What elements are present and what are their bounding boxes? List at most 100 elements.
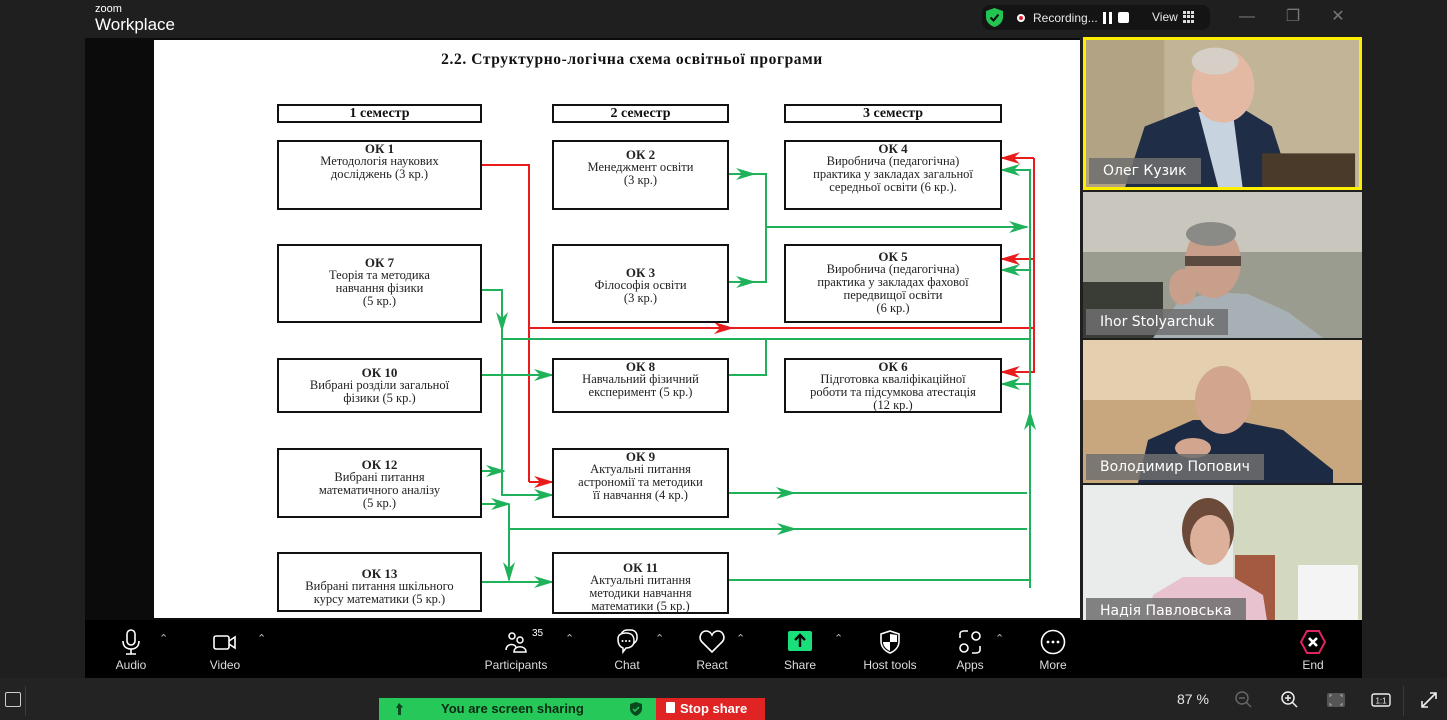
status-divider [25, 686, 26, 716]
participant-name-label: Олег Кузик [1089, 158, 1201, 184]
react-options-caret-icon[interactable]: ⌃ [736, 633, 746, 645]
end-meeting-button[interactable]: End [1293, 620, 1333, 678]
stop-recording-icon[interactable] [1118, 12, 1129, 23]
share-options-caret-icon[interactable]: ⌃ [834, 633, 844, 645]
box-line: Виробнича (педагогічна) [826, 154, 960, 168]
microphone-icon [122, 629, 140, 655]
box-ok11: ОК 11 Актуальні питання методики навчанн… [552, 552, 729, 614]
stop-share-button[interactable]: Stop share [656, 698, 765, 720]
apps-button[interactable]: Apps [948, 620, 992, 678]
box-code: ОК 8 [625, 359, 656, 374]
box-ok10: ОК 10 Вибрані розділи загальної фізики (… [277, 358, 482, 413]
box-line: її навчання (4 кр.) [593, 488, 688, 502]
zoom-in-icon[interactable] [1280, 690, 1300, 710]
box-line: середньої освіти (6 кр.). [829, 180, 957, 194]
box-line: Підготовка кваліфікаційної [820, 372, 966, 386]
participants-button[interactable]: Participants [478, 620, 554, 678]
status-divider [1403, 686, 1404, 716]
box-line: методики навчання [589, 586, 692, 600]
box-line: передвищої освіти [843, 288, 943, 302]
box-line: математики (5 кр.) [591, 599, 690, 613]
original-size-icon[interactable]: 1:1 [1371, 690, 1391, 710]
box-line: Теорія та методика [329, 268, 430, 282]
fit-to-window-icon[interactable] [1326, 690, 1346, 710]
box-ok9: ОК 9 Актуальні питання астрономії та мет… [552, 448, 729, 518]
chat-options-caret-icon[interactable]: ⌃ [655, 633, 665, 645]
zoom-out-icon[interactable] [1234, 690, 1254, 710]
end-icon [1299, 630, 1327, 654]
video-tile[interactable]: Ihor Stolyarchuk [1083, 192, 1362, 338]
video-options-caret-icon[interactable]: ⌃ [257, 633, 267, 645]
title-bar: zoom Workplace Recording... View — ❐ ✕ [0, 0, 1447, 38]
sharing-status-text: You are screen sharing [441, 701, 584, 716]
shared-slide: 2.2. Структурно-логічна схема освітньої … [154, 40, 1080, 618]
share-label: Share [783, 658, 817, 672]
box-ok8: ОК 8 Навчальний фізичний експеримент (5 … [552, 358, 729, 413]
box-code: ОК 4 [878, 141, 908, 156]
view-button[interactable]: View [1152, 10, 1178, 24]
audio-options-caret-icon[interactable]: ⌃ [159, 633, 169, 645]
minimize-button[interactable]: — [1239, 8, 1255, 25]
box-ok6: ОК 6 Підготовка кваліфікаційної роботи т… [784, 358, 1002, 413]
fullscreen-expand-icon[interactable] [1419, 690, 1439, 710]
green-connectors [481, 164, 1036, 588]
apps-icon [959, 630, 981, 654]
green-line-ok8-out [729, 339, 767, 376]
box-code: ОК 3 [625, 265, 656, 280]
video-tile[interactable]: Надія Павловська [1083, 485, 1362, 627]
red-arrow-to-ok6 [1000, 328, 1035, 378]
chat-icon [617, 629, 638, 655]
box-line: практика у закладах фахової [817, 275, 969, 289]
react-label: React [696, 658, 728, 672]
box-line: Актуальні питання [590, 462, 691, 476]
apps-label: Apps [956, 658, 984, 672]
diagram-connectors [481, 152, 1036, 588]
more-button[interactable]: More [1031, 620, 1075, 678]
video-camera-icon [213, 635, 236, 650]
box-line: математичного аналізу [318, 483, 441, 497]
share-button[interactable]: Share [778, 620, 822, 678]
apps-options-caret-icon[interactable]: ⌃ [995, 633, 1005, 645]
box-code: ОК 2 [625, 147, 656, 162]
keyboard-icon[interactable] [5, 692, 21, 707]
screen-sharing-banner[interactable]: You are screen sharing [379, 698, 656, 720]
recording-dot-icon [1017, 14, 1025, 22]
semester-1-header: 1 семестр [277, 104, 482, 123]
host-tools-button[interactable]: Host tools [855, 620, 925, 678]
close-button[interactable]: ✕ [1331, 8, 1345, 25]
encryption-shield-icon[interactable] [986, 8, 1003, 27]
box-line: Вибрані питання [334, 470, 425, 484]
box-line: навчання фізики [335, 281, 424, 295]
security-shield-icon [630, 702, 642, 716]
chat-button[interactable]: Chat [605, 620, 649, 678]
box-line: Виробнича (педагогічна) [826, 262, 960, 276]
end-label: End [1302, 658, 1324, 672]
box-line: експеримент (5 кр.) [588, 385, 693, 399]
box-ok12: ОК 12 Вибрані питання математичного анал… [277, 448, 482, 518]
box-code: ОК 10 [361, 365, 398, 380]
more-label: More [1039, 658, 1067, 672]
semester-2-header: 2 семестр [552, 104, 729, 123]
box-line: практика у закладах загальної [813, 167, 973, 181]
green-arrow-to-ok9 [501, 330, 554, 501]
red-connectors [481, 152, 1035, 488]
video-button[interactable]: Video [199, 620, 251, 678]
box-line: курсу математики (5 кр.) [313, 592, 446, 606]
box-line: Вибрані розділи загальної [309, 378, 450, 392]
semester-3-header: 3 семестр [784, 104, 1002, 123]
video-label: Video [209, 658, 241, 672]
restore-button[interactable]: ❐ [1285, 8, 1301, 25]
participant-name-label: Ihor Stolyarchuk [1086, 309, 1229, 335]
pause-recording-icon[interactable] [1103, 12, 1113, 24]
box-code: ОК 13 [361, 566, 398, 581]
audio-button[interactable]: Audio [105, 620, 157, 678]
audio-label: Audio [115, 658, 147, 672]
stop-share-label: Stop share [680, 701, 748, 716]
video-tile[interactable]: Володимир Попович [1083, 340, 1362, 483]
react-button[interactable]: React [690, 620, 734, 678]
participants-options-caret-icon[interactable]: ⌃ [565, 633, 575, 645]
gallery-grid-icon[interactable] [1183, 11, 1195, 23]
video-tile-active-speaker[interactable]: Олег Кузик [1083, 37, 1362, 190]
box-line: (6 кр.) [876, 301, 910, 315]
